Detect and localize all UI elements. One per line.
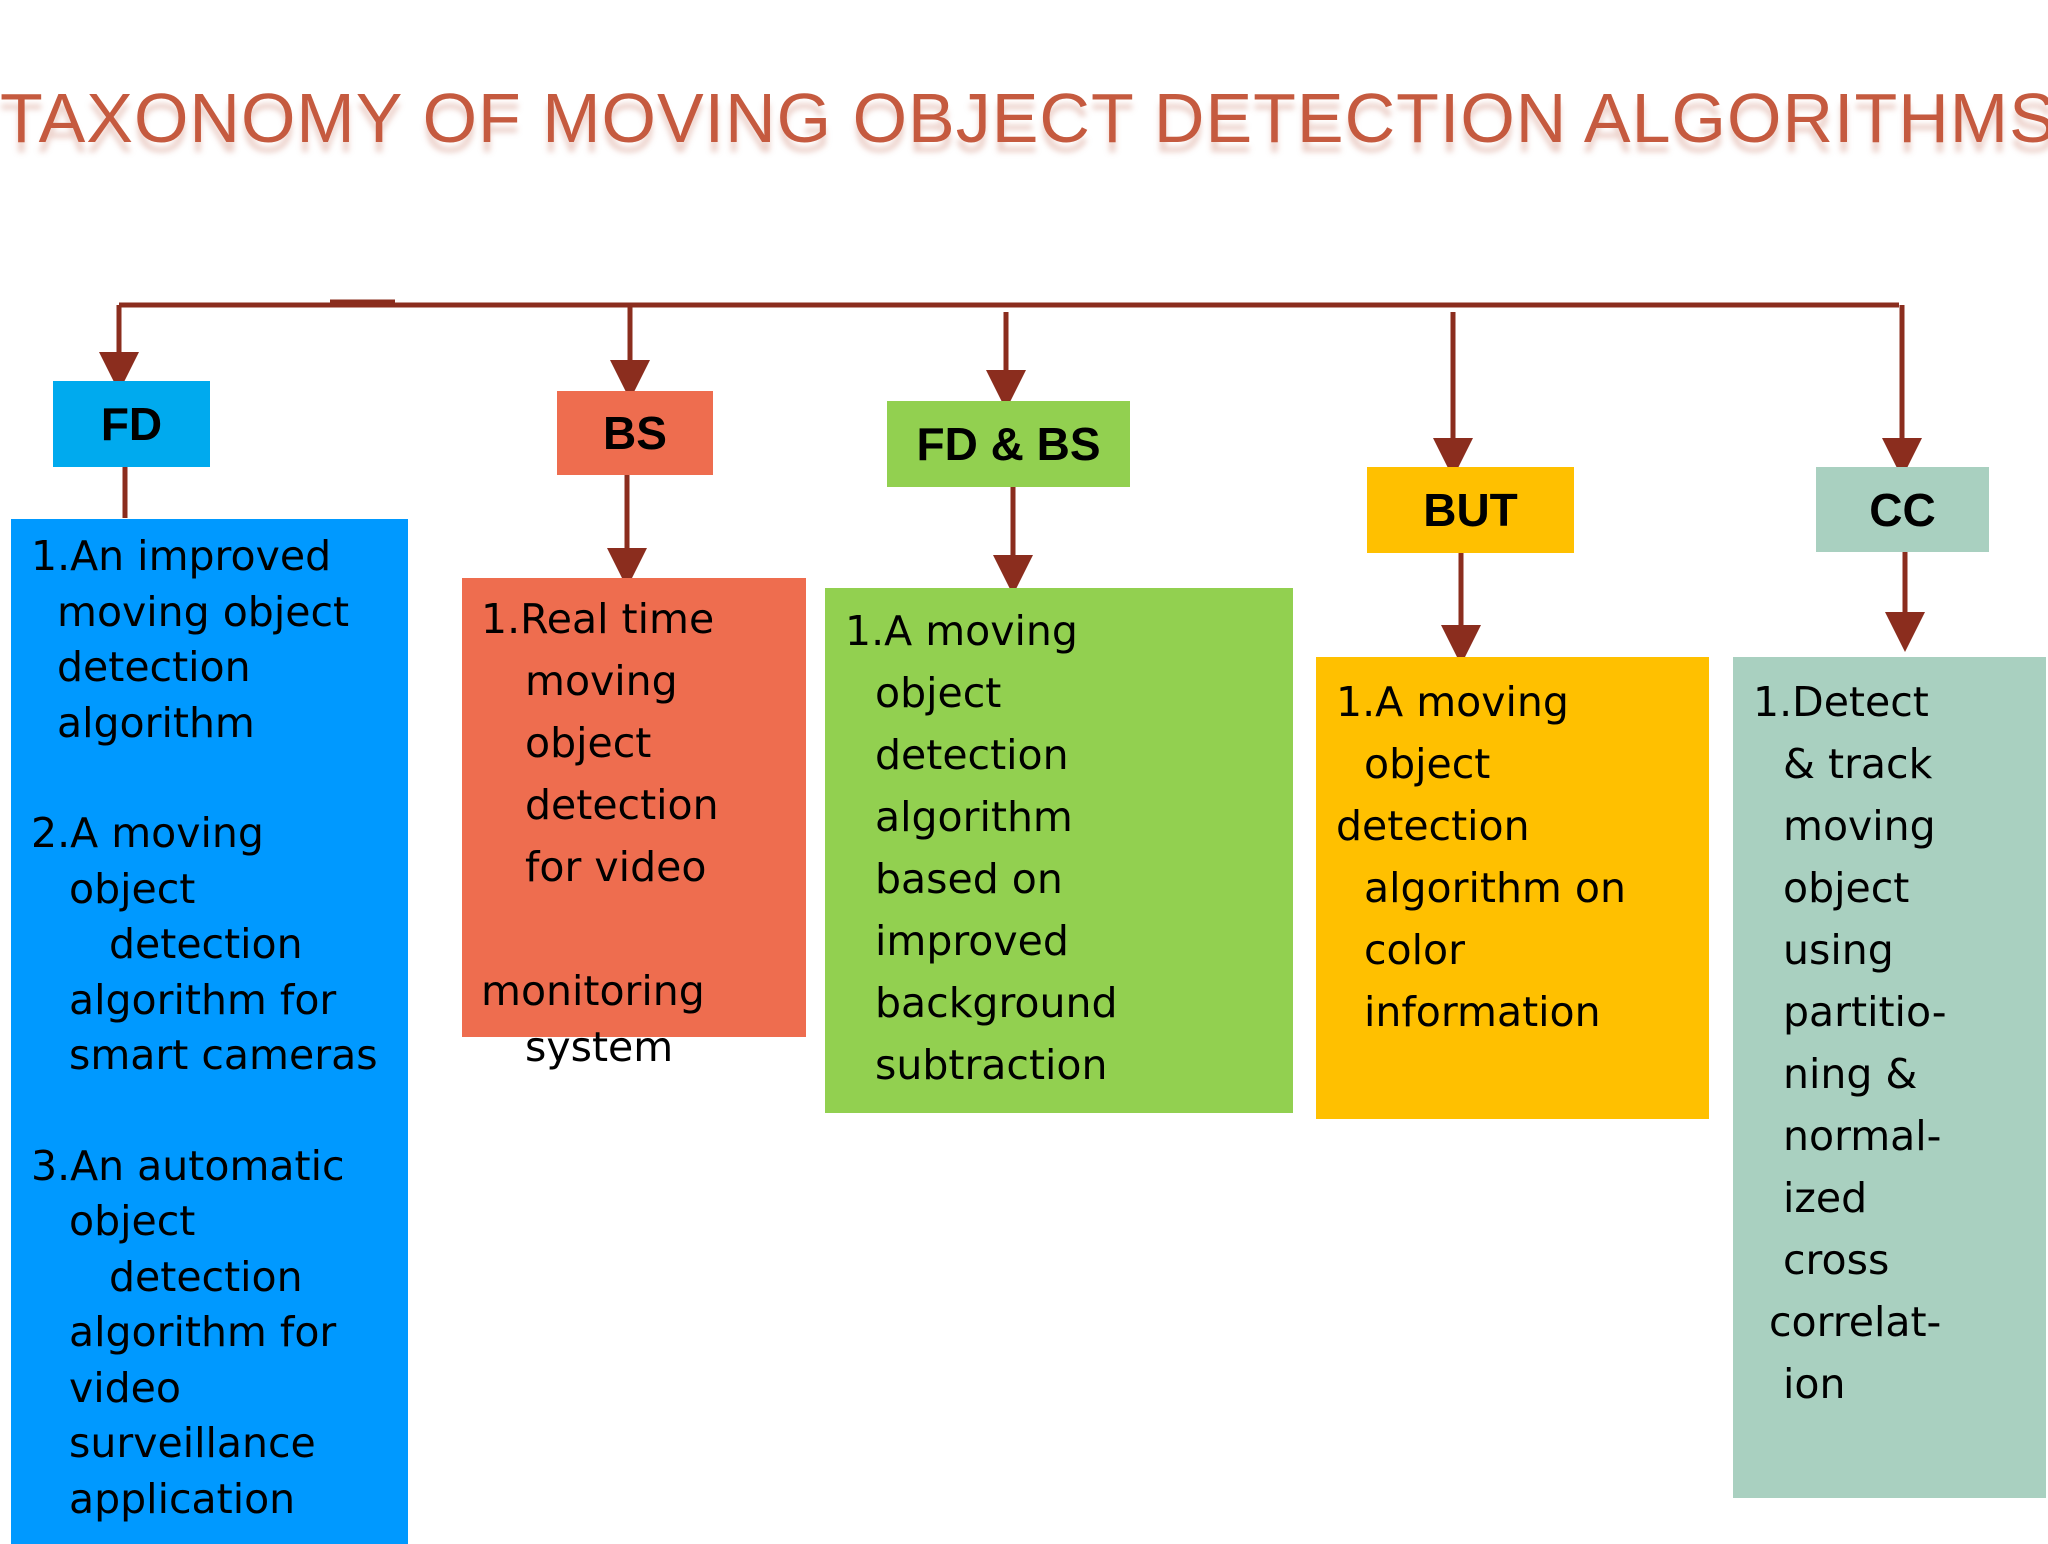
cc-item-1-line-10: cross [1783,1236,1890,1284]
cc-item-1-line-1: 1.Detect [1753,678,1929,726]
bs-item-1-line-3: object [525,719,652,767]
fd-item-1: 1.An improved moving object detection al… [31,529,408,751]
cc-item-1-line-4: object [1783,864,1910,912]
but-item-1-line-3: detection [1336,802,1530,850]
cc-item-1-line-12: ion [1783,1360,1846,1408]
fd-item-2-line-2: object [69,864,196,913]
fd-item-3-line-2: object [69,1197,196,1245]
cc-item-1-line-8: normal- [1783,1112,1942,1160]
bs-item-1: 1.Real time moving object detection for … [481,588,806,1078]
bs-item-1-line-1: 1.Real time [481,595,715,643]
fd-item-2: 2.A moving object detection algorithm fo… [31,806,408,1084]
fdbs-item-1-line-5: based on [875,855,1063,903]
cc-item-1-line-2: & track [1783,740,1933,788]
but-label-box: BUT [1367,467,1574,553]
fd-item-3-line-4: algorithm for [69,1308,337,1356]
fdbs-item-1-line-1: 1.A moving [845,607,1078,655]
fd-item-3: 3.An automatic object detection algorith… [31,1139,408,1528]
but-item-1-line-6: information [1364,988,1601,1036]
fd-item-3-line-7: application [69,1474,296,1523]
fdbs-item-1-line-4: algorithm [875,793,1073,841]
but-label: BUT [1423,484,1518,536]
diagram-title: TAXONOMY OF MOVING OBJECT DETECTION ALGO… [0,79,2048,157]
cc-item-1-line-3: moving [1783,802,1936,850]
fdbs-item-1-line-2: object [875,669,1002,717]
cc-label-box: CC [1816,467,1989,552]
bs-item-1-line-5: for video [525,843,707,891]
bs-item-1-line-8: system [525,1023,674,1071]
fd-content-box: 1.An improved moving object detection al… [11,519,408,1544]
but-item-1-line-1: 1.A moving [1336,678,1569,726]
fd-item-3-line-1: 3.An automatic [31,1141,345,1190]
fdbs-item-1: 1.A moving object detection algorithm ba… [845,600,1293,1096]
fd-item-2-line-5: smart cameras [69,1031,378,1079]
bs-item-1-line-4: detection [525,781,719,829]
bs-item-1-line-2: moving [525,657,678,705]
fd-item-3-line-6: surveillance [69,1419,316,1467]
bs-item-1-line-7: monitoring [481,967,705,1015]
fd-item-3-line-3: detection [109,1252,303,1301]
fd-item-1-line-3: detection [57,643,251,691]
cc-item-1-line-5: using [1783,926,1894,974]
fd-item-1-line-2: moving object [57,587,350,636]
fd-item-1-line-4: algorithm [57,698,255,747]
fd-item-2-line-4: algorithm for [69,975,337,1024]
bs-label: BS [603,407,667,459]
fd-item-1-line-1: 1.An improved [31,532,332,580]
but-item-1-line-5: color [1364,926,1465,974]
cc-item-1-line-7: ning & [1783,1050,1918,1098]
fdbs-label-box: FD & BS [887,401,1130,487]
bs-item-1-line-6 [481,898,806,960]
bs-label-box: BS [557,391,713,475]
cc-item-1-line-11: correlat- [1769,1298,1942,1346]
fd-label-box: FD [53,381,210,467]
cc-content-box: 1.Detect & track moving object using par… [1733,657,2046,1498]
but-content-box: 1.A moving object detection algorithm on… [1316,657,1709,1119]
but-item-1-line-4: algorithm on [1364,864,1626,912]
cc-item-1-line-6: partitio- [1783,988,1947,1036]
but-item-1-line-2: object [1364,740,1491,788]
fdbs-item-1-line-8: subtraction [875,1041,1108,1089]
fd-item-2-line-3: detection [109,920,303,968]
fdbs-item-1-line-7: background [875,979,1118,1027]
fdbs-content-box: 1.A moving object detection algorithm ba… [825,588,1293,1113]
cc-label: CC [1869,483,1936,536]
fd-item-3-line-5: video [69,1363,181,1412]
cc-item-1: 1.Detect & track moving object using par… [1753,671,2046,1415]
bs-content-box: 1.Real time moving object detection for … [462,578,806,1071]
cc-item-1-line-9: ized [1783,1174,1868,1222]
fdbs-item-1-line-6: improved [875,917,1069,965]
fd-label: FD [100,398,163,450]
fdbs-item-1-line-3: detection [875,731,1069,779]
fdbs-label: FD & BS [916,418,1101,470]
fd-item-2-line-1: 2.A moving [31,809,264,857]
but-item-1: 1.A moving object detection algorithm on… [1336,671,1709,1043]
